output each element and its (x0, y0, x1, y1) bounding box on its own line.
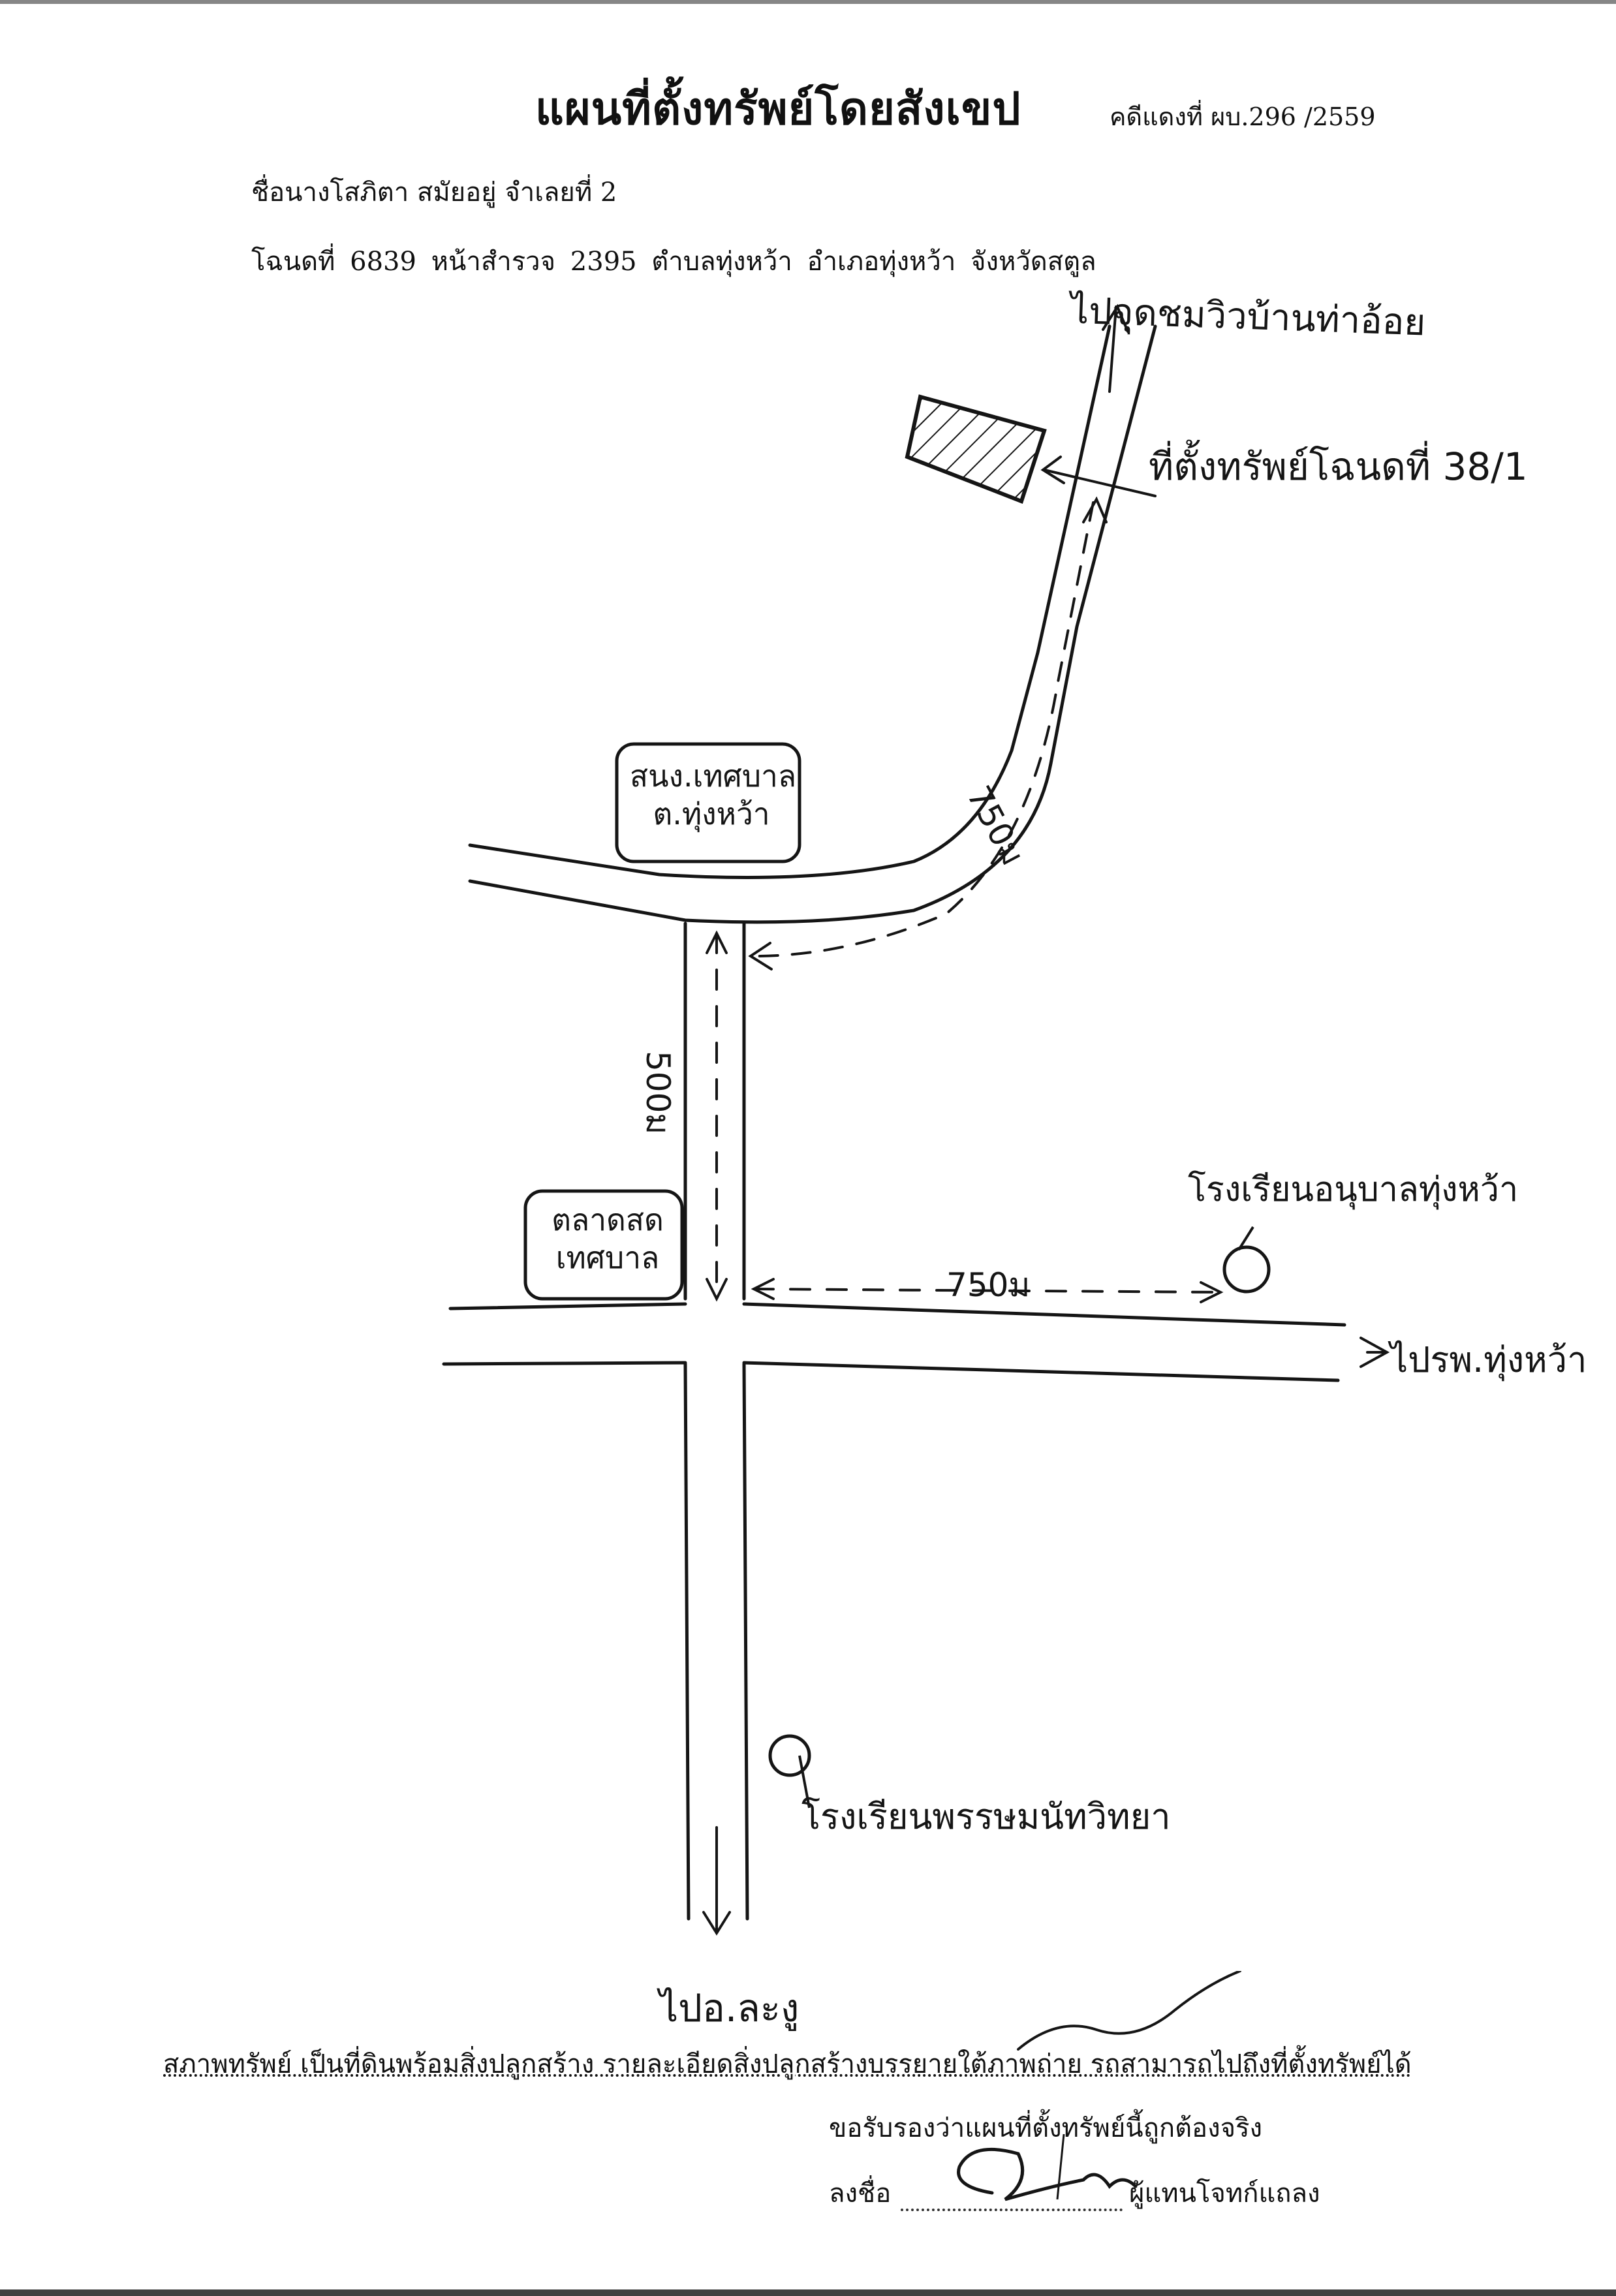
scan-edge-top (0, 0, 1616, 4)
south-arrow-head (702, 1911, 731, 1936)
route-east-head-left (751, 1278, 775, 1300)
property-parcel (905, 394, 1047, 504)
market-label: ตลาดสด เทศบาล (539, 1201, 676, 1277)
signature-line (901, 2185, 1123, 2211)
distance-middle-label: 500ม (639, 1051, 677, 1135)
property-pointer-head (1040, 456, 1065, 484)
owner-name: ชื่อนางโสภิตา สมัยอยู่ จำเลยที่ 2 (251, 178, 617, 208)
case-number: คดีแดงที่ ผบ.296 /2559 (1110, 102, 1376, 131)
road-east-bottom-right (742, 1361, 1340, 1382)
school-marker (768, 1734, 811, 1777)
handwritten-signature (957, 1971, 1241, 2201)
road-center-lower-right (742, 1362, 749, 1921)
road-center-lower-left (683, 1362, 691, 1921)
route-north-head-lower (748, 942, 773, 970)
sign-label: ลงชื่อ (829, 2179, 892, 2209)
north-destination-label: ไปจุดชมวิวบ้านท่าอ้อย (1069, 289, 1427, 345)
route-middle-head-top (706, 930, 728, 954)
road-east-bottom-left (442, 1361, 687, 1366)
south-destination-label: ไปอ.ละงู (659, 1986, 800, 2030)
school-label: โรงเรียนพรรษมนัทวิทยา (801, 1796, 1171, 1837)
property-pointer-line (1043, 469, 1157, 497)
office-label-line2: ต.ทุ่งหว้า (653, 796, 770, 831)
route-east-dashed (753, 1288, 1222, 1294)
market-label-line1: ตลาดสด (552, 1202, 664, 1237)
road-north-edge-right (468, 324, 1157, 924)
office-box (615, 742, 801, 863)
route-middle-head-bottom (706, 1278, 728, 1302)
kindergarten-label: โรงเรียนอนุบาลทุ่งหว้า (1188, 1170, 1519, 1209)
road-east-top-right (742, 1302, 1346, 1327)
property-condition: สภาพทรัพย์ เป็นที่ดินพร้อมสิ่งปลูกสร้าง … (163, 2049, 1412, 2079)
kindergarten-marker (1222, 1245, 1271, 1294)
market-label-line2: เทศบาล (555, 1240, 660, 1275)
market-box (523, 1189, 684, 1301)
property-label: ที่ตั้งทรัพย์โฉนดที่ 38/1 (1149, 444, 1528, 489)
signer-role: ผู้แทนโจทก์แถลง (1129, 2179, 1320, 2209)
east-destination-label: ไปรพ.ทุ่งหว้า (1390, 1339, 1587, 1380)
route-north-dashed (753, 501, 1095, 957)
certification-statement: ขอรับรองว่าแผนที่ตั้งทรัพย์นี้ถูกต้องจริ… (829, 2113, 1263, 2143)
office-label-line1: สนง.เทศบาล (630, 758, 797, 794)
deed-details: โฉนดที่ 6839 หน้าสำรวจ 2395 ตำบลทุ่งหว้า… (251, 247, 1096, 277)
route-east-head-right (1200, 1281, 1224, 1303)
route-north-head-upper (1082, 496, 1108, 523)
scan-edge-bottom (0, 2289, 1616, 2296)
road-north-edge-left (468, 324, 1111, 879)
map-title: แผนที่ตั้งทรัพย์โดยสังเขป (535, 83, 1021, 135)
north-arrow-shaft (1108, 305, 1117, 393)
north-arrow-head (1102, 303, 1129, 333)
road-east-top (448, 1302, 687, 1311)
office-label: สนง.เทศบาล ต.ทุ่งหว้า (630, 757, 797, 833)
east-arrow-head (1360, 1337, 1390, 1368)
distance-east-label: 750ม (946, 1266, 1031, 1304)
